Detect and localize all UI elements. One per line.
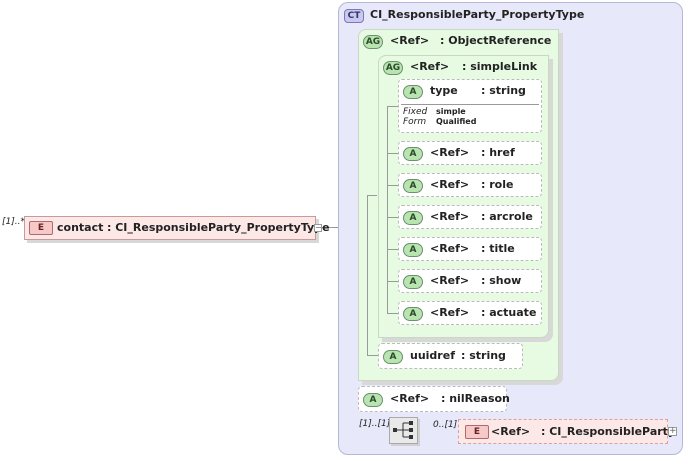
attribute-icon: A [403, 179, 423, 193]
element-icon: E [465, 425, 489, 439]
nilreason-ref: <Ref> [390, 392, 430, 405]
child-type: : CI_ResponsibleParty [541, 425, 676, 438]
attribute-ref: <Ref> [430, 178, 470, 191]
connector-line [387, 281, 399, 282]
connector-line [367, 195, 368, 355]
attribute-show[interactable]: A <Ref> : show [398, 269, 542, 293]
attribute-icon: A [403, 85, 423, 99]
nilreason-type: : nilReason [441, 392, 510, 405]
connector-line [367, 195, 377, 196]
attribute-role[interactable]: A <Ref> : role [398, 173, 542, 197]
connector-line [387, 217, 399, 218]
simplelink-ref: <Ref> [410, 60, 450, 73]
element-icon: E [29, 221, 53, 235]
attribute-nilreason[interactable]: A <Ref> : nilReason [358, 386, 510, 412]
complex-type-name: CI_ResponsibleParty_PropertyType [370, 8, 585, 21]
attribute-ref-type: : role [481, 178, 514, 191]
uuidref-type: : string [461, 349, 506, 362]
attribute-type-value: : string [481, 84, 526, 97]
simplelink-type: : simpleLink [462, 60, 538, 73]
attribute-ref: <Ref> [430, 210, 470, 223]
attribute-ref: <Ref> [430, 242, 470, 255]
attribute-icon: A [403, 307, 423, 321]
root-cardinality: [1]..* [2, 217, 25, 227]
attribute-actuate[interactable]: A <Ref> : actuate [398, 301, 542, 325]
attribute-icon: A [403, 211, 423, 225]
attribute-arcrole[interactable]: A <Ref> : arcrole [398, 205, 542, 229]
attribute-icon: A [363, 393, 383, 407]
complex-type-icon: CT [344, 9, 364, 23]
child-ref: <Ref> [491, 425, 531, 438]
sequence-compositor[interactable] [389, 417, 418, 444]
root-element-contact[interactable]: E contact : CI_ResponsibleParty_Property… [24, 216, 330, 240]
attribute-ref-type: : title [481, 242, 515, 255]
attribute-icon: A [403, 147, 423, 161]
attribute-name: type [430, 84, 458, 97]
divider [401, 104, 539, 105]
attribute-ref: <Ref> [430, 146, 470, 159]
connector-line [387, 185, 399, 186]
attribute-group-icon: AG [363, 35, 383, 49]
child-cardinality: 0..[1] [433, 420, 458, 430]
connector-line [387, 106, 388, 314]
connector-line [387, 106, 399, 107]
expand-toggle[interactable]: + [668, 426, 677, 436]
objectreference-ref: <Ref> [390, 34, 430, 47]
attribute-type[interactable]: A type : string Fixed simple Form Qualif… [398, 79, 542, 133]
attribute-title[interactable]: A <Ref> : title [398, 237, 542, 261]
collapse-toggle[interactable]: − [314, 223, 322, 232]
form-label: Form [403, 117, 427, 127]
element-ci-responsibleparty[interactable]: E <Ref> : CI_ResponsibleParty [458, 419, 675, 444]
connector-line [387, 153, 399, 154]
fixed-value: simple [436, 107, 466, 116]
attribute-ref: <Ref> [430, 274, 470, 287]
sequence-cardinality: [1]..[1] [359, 419, 391, 429]
attribute-ref: <Ref> [430, 306, 470, 319]
root-type: : CI_ResponsibleParty_PropertyType [107, 221, 330, 234]
objectreference-type: : ObjectReference [440, 34, 552, 47]
fixed-label: Fixed [403, 107, 428, 117]
connector-line [387, 249, 399, 250]
attribute-ref-type: : show [481, 274, 522, 287]
root-name: contact [57, 221, 104, 234]
sequence-icon [393, 421, 413, 439]
attribute-icon: A [383, 350, 403, 364]
attribute-href[interactable]: A <Ref> : href [398, 141, 542, 165]
attribute-ref-type: : href [481, 146, 515, 159]
connector-line [367, 355, 379, 356]
connector-line [387, 313, 399, 314]
attribute-group-icon: AG [383, 61, 403, 75]
uuidref-name: uuidref [410, 349, 455, 362]
attribute-icon: A [403, 243, 423, 257]
connector-line [322, 227, 348, 228]
attribute-ref-type: : actuate [481, 306, 537, 319]
attribute-ref-type: : arcrole [481, 210, 533, 223]
attribute-uuidref[interactable]: A uuidref : string [378, 343, 523, 369]
form-value: Qualified [436, 117, 477, 126]
attribute-icon: A [403, 275, 423, 289]
